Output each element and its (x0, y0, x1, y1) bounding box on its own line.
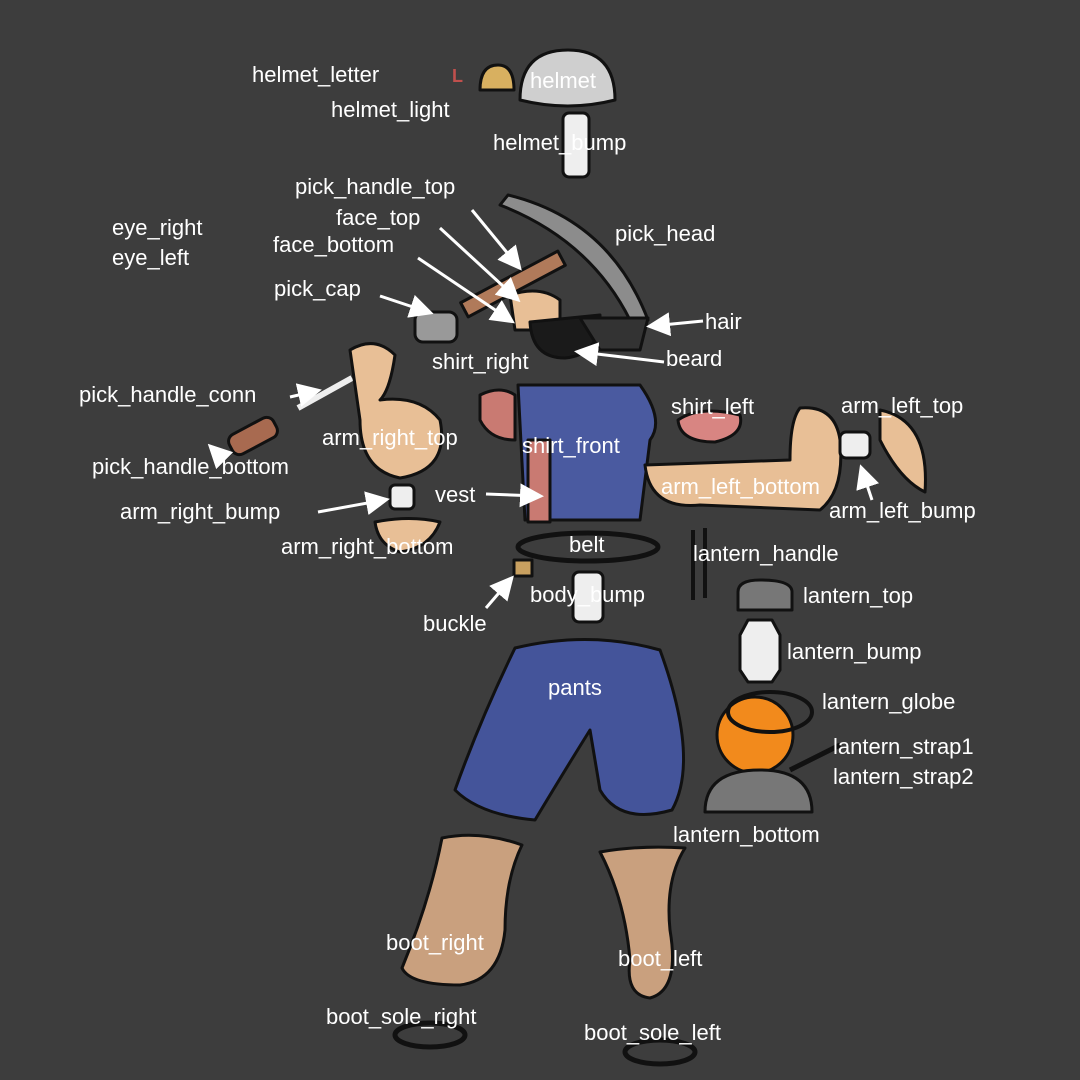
shirt-left-part (676, 409, 743, 444)
arrow-vest (485, 483, 544, 508)
label-pick-head: pick_head (615, 221, 716, 246)
hair-part (578, 316, 650, 352)
shirt-front-part (516, 383, 658, 522)
arrow-beard (574, 342, 665, 367)
label-pants: pants (548, 675, 602, 700)
label-lantern-bump: lantern_bump (787, 639, 922, 664)
label-arm-right-bottom: arm_right_bottom (281, 534, 454, 559)
arm-right-bump-part (388, 483, 416, 511)
boot-sole-right-part (392, 1020, 468, 1050)
label-eye-right: eye_right (112, 215, 203, 240)
label-arm-left-bump: arm_left_bump (829, 498, 976, 523)
label-beard: beard (666, 346, 723, 371)
lantern-strap1-part (726, 690, 814, 734)
label-hair: hair (705, 309, 742, 334)
arrow-hair (646, 312, 704, 337)
pants-part (453, 637, 686, 822)
label-boot-sole-right: boot_sole_right (326, 1004, 477, 1029)
label-pick-cap: pick_cap (274, 276, 361, 301)
body-bump-part (571, 570, 605, 624)
arm-right-bottom-part (373, 517, 442, 554)
label-helmet: helmet (530, 68, 597, 93)
label-arm-left-bottom: arm_left_bottom (661, 474, 820, 499)
arrow-buckle (484, 575, 514, 609)
arm-left-bump-part (838, 430, 872, 460)
boot-right-part (400, 833, 524, 987)
label-belt: belt (569, 532, 605, 557)
arrow-pick-cap (379, 294, 434, 318)
label-lantern-top: lantern_top (803, 583, 914, 608)
pick-handle-bottom-part (227, 415, 279, 457)
lantern-strap2-part (788, 742, 842, 773)
boot-sole-left-part (622, 1037, 698, 1067)
label-lantern-strap1: lantern_strap1 (833, 734, 974, 759)
label-boot-right: boot_right (386, 930, 484, 955)
arrow-arm-left-bump (856, 464, 880, 501)
label-helmet-light: helmet_light (331, 97, 450, 122)
label-shirt-left: shirt_left (671, 394, 755, 419)
pick-cap-part (413, 310, 459, 344)
lantern-bump-part (738, 618, 782, 684)
lantern-top-part (736, 578, 794, 612)
arm-right-part (348, 342, 444, 480)
helmet-part (518, 48, 617, 108)
label-pick-handle-conn: pick_handle_conn (79, 382, 257, 407)
shirt-right-part (478, 388, 517, 442)
label-pick-handle-top: pick_handle_top (295, 174, 456, 199)
helmet-light-part (478, 63, 516, 92)
label-arm-right-bump: arm_right_bump (120, 499, 281, 524)
arrow-pick-handle-top (470, 209, 522, 271)
arrow-face-bottom (417, 256, 515, 324)
boot-left-part (598, 845, 687, 1000)
label-arm-right-top: arm_right_top (322, 425, 458, 450)
buckle-part (512, 558, 534, 578)
label-face-bottom: face_bottom (273, 232, 395, 257)
arrow-pick-handle-conn (289, 383, 322, 407)
label-pick-handle-bottom: pick_handle_bottom (92, 454, 289, 479)
label-lantern-strap2: lantern_strap2 (833, 764, 974, 789)
label-lantern-globe: lantern_globe (822, 689, 956, 714)
label-buckle: buckle (423, 611, 487, 636)
label-face-top: face_top (336, 205, 421, 230)
arrow-arm-right-bump (317, 491, 390, 516)
label-eye-left: eye_left (112, 245, 190, 270)
label-lantern-handle: lantern_handle (693, 541, 839, 566)
label-helmet-bump: helmet_bump (493, 130, 627, 155)
helmet-letter-part: L (452, 66, 463, 86)
label-shirt-right: shirt_right (432, 349, 529, 374)
label-boot-left: boot_left (618, 946, 703, 971)
arrow-face-top (438, 226, 521, 303)
label-vest: vest (435, 482, 476, 507)
label-lantern-bottom: lantern_bottom (673, 822, 820, 847)
label-arm-left-top: arm_left_top (841, 393, 964, 418)
arm-left-top-part (878, 408, 927, 494)
arrow-pick-handle-bottom (207, 443, 234, 470)
label-boot-sole-left: boot_sole_left (584, 1020, 721, 1045)
label-shirt-front: shirt_front (522, 433, 620, 458)
belt-part (515, 530, 661, 564)
label-helmet-letter: helmet_letter (252, 62, 380, 87)
helmet-bump-part (561, 111, 591, 179)
label-body-bump: body_bump (530, 582, 645, 607)
lantern-bottom-part (703, 768, 814, 814)
